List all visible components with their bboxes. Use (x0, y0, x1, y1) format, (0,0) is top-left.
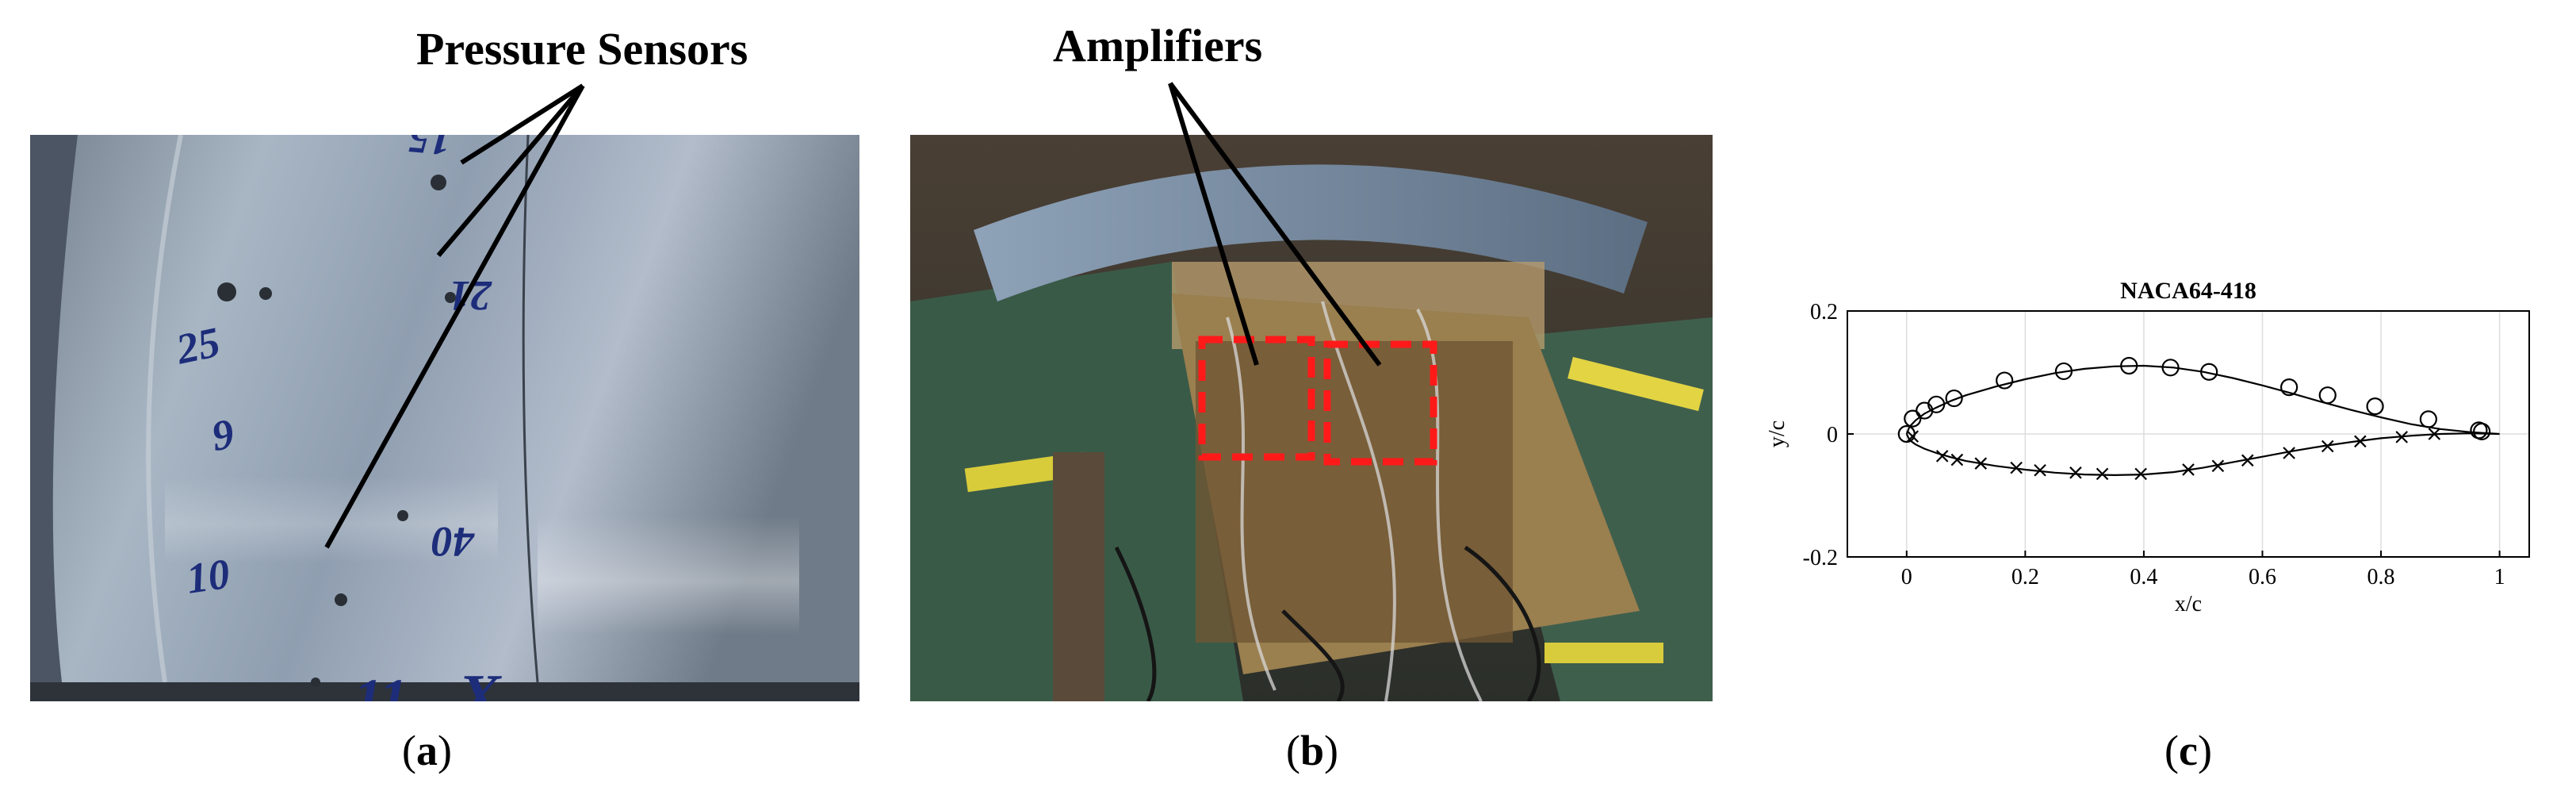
panel-label-a: (a) (402, 727, 452, 774)
upper-sensor-marker (1904, 409, 1922, 428)
cross-stroke (2321, 440, 2334, 453)
lower-sensor-marker (2395, 431, 2408, 443)
photo-a-illustration: 15 25 21 9 40 10 11 X 39 (30, 135, 859, 701)
lower-sensor-marker (2241, 454, 2254, 467)
cross-stroke (2182, 463, 2195, 476)
photo-amplifiers (910, 135, 1713, 701)
x-axis-label: x/c (2175, 592, 2202, 616)
lower-sensor-marker (2354, 435, 2367, 448)
lower-sensor-marker (2428, 428, 2441, 440)
lower-sensor-marker (2321, 440, 2334, 453)
amplifier-highlight-box (1198, 336, 1437, 466)
upper-sensor-marker (2366, 397, 2384, 416)
y-tick-label: 0.2 (1810, 300, 1838, 324)
cross-stroke (2010, 461, 2023, 474)
upper-sensor-marker (2120, 356, 2138, 375)
x-tick-label: 0.6 (2249, 565, 2276, 589)
cross-stroke (1906, 430, 1920, 443)
upper-sensor-marker (2280, 378, 2298, 397)
cross-stroke (2034, 463, 2046, 477)
x-tick-label: 0.2 (2011, 565, 2039, 589)
x-tick-label: 0 (1901, 565, 1912, 589)
lower-sensor-marker (2134, 467, 2147, 481)
marker-label: 40 (431, 518, 475, 566)
upper-sensor-marker (2318, 386, 2337, 405)
y-tick-label: 0 (1827, 423, 1838, 447)
marker-label: X (456, 662, 502, 701)
lower-sensor-marker (1974, 457, 1988, 470)
lower-sensor-marker (1935, 450, 1949, 463)
y-tick-label: -0.2 (1803, 546, 1838, 570)
lower-sensor-marker (2010, 461, 2023, 474)
cross-stroke (2354, 435, 2367, 448)
cross-stroke (2211, 459, 2225, 473)
cross-stroke (1974, 457, 1988, 470)
pressure-tap-icon (217, 175, 456, 687)
lower-sensor-marker (2283, 447, 2295, 459)
lower-sensor-marker (2034, 463, 2046, 477)
lower-sensor-marker (2182, 463, 2195, 476)
upper-sensor-marker (2161, 359, 2180, 377)
cross-stroke (2428, 428, 2441, 440)
upper-sensor-marker (1945, 389, 1963, 408)
marker-label: 15 (407, 135, 454, 165)
amplifiers-callout: Amplifiers (1053, 20, 1263, 71)
cross-stroke (2283, 447, 2295, 459)
upper-sensor-marker (2054, 362, 2073, 381)
cross-stroke (1950, 453, 1964, 466)
marker-label: 25 (171, 318, 224, 374)
airfoil-chart: NACA64-418 0 0.2 0.4 0.6 0.8 1 -0.2 0 0.2 x/c y… (1752, 238, 2553, 651)
lower-sensor-marker (2069, 466, 2082, 479)
pressure-sensors-callout: Pressure Sensors (416, 23, 748, 75)
lower-sensor-marker (2211, 459, 2225, 473)
cross-stroke (2069, 466, 2082, 479)
cross-stroke (2096, 467, 2109, 481)
y-axis-label: y/c (1765, 420, 1789, 447)
x-tick-label: 0.4 (2130, 565, 2157, 589)
upper-sensor-marker (2419, 410, 2437, 428)
cross-stroke (2395, 431, 2408, 443)
cross-stroke (2134, 467, 2147, 481)
sensor-markers (1897, 356, 2491, 481)
panel-label-b: (b) (1286, 727, 1339, 774)
photo-pressure-sensors: 15 25 21 9 40 10 11 X 39 (30, 135, 859, 701)
chart-title: NACA64-418 (2120, 278, 2256, 304)
cross-stroke (2241, 454, 2254, 467)
x-tick-label: 1 (2494, 565, 2505, 589)
lower-sensor-marker (1950, 453, 1964, 466)
x-axis: 0 0.2 0.4 0.6 0.8 1 (1901, 551, 2505, 589)
panel-label-c: (c) (2165, 727, 2212, 774)
y-axis: -0.2 0 0.2 (1803, 300, 1854, 570)
cross-stroke (1935, 450, 1949, 463)
sensor-marker-labels: 15 25 21 9 40 10 11 X 39 (171, 135, 502, 701)
x-tick-label: 0.8 (2367, 565, 2395, 589)
upper-sensor-marker (1996, 371, 2014, 390)
airfoil-profile-line (1905, 364, 2500, 477)
upper-sensor-marker (2200, 363, 2218, 381)
photo-b-illustration (910, 135, 1713, 701)
upper-sensor-marker (2473, 422, 2491, 440)
lower-sensor-marker (2096, 467, 2109, 481)
marker-label: 10 (184, 550, 233, 603)
lower-sensor-marker (1906, 430, 1920, 443)
marker-label: 11 (354, 667, 408, 701)
upper-sensor-marker (1927, 395, 1946, 413)
